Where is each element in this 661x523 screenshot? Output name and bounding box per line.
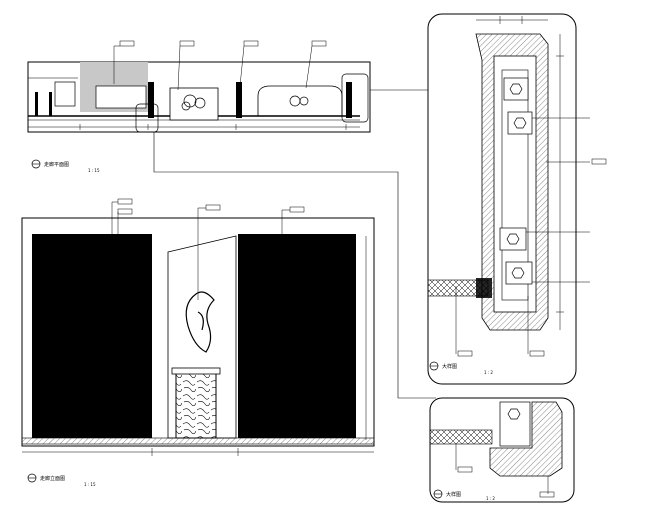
callout-connectors xyxy=(153,89,436,399)
plan-sofa xyxy=(54,81,76,107)
elevation-sculpture xyxy=(185,291,215,353)
plan-view: 走廊平面图 1 : 15 xyxy=(27,40,371,173)
detail-a-bolts xyxy=(499,77,533,285)
detail-a: 大样图 1 : 2 xyxy=(427,13,607,385)
detail-a-scale: 1 : 2 xyxy=(484,370,493,375)
elevation-right-flowers xyxy=(245,243,347,419)
plan-callout-box-right xyxy=(341,73,369,123)
detail-b-scale: 1 : 2 xyxy=(486,496,495,501)
detail-b: 大样图 1 : 2 xyxy=(429,397,575,503)
elevation-view: 走廊立面图 1 : 15 xyxy=(21,198,375,487)
detail-b-frame xyxy=(429,397,575,503)
plan-scale: 1 : 15 xyxy=(88,168,100,173)
elevation-left-lattice xyxy=(37,239,147,433)
elevation-left-flowers xyxy=(41,245,145,421)
elevation-title: 走廊立面图 xyxy=(40,475,65,482)
detail-b-title: 大样图 xyxy=(446,491,461,498)
elevation-scale: 1 : 15 xyxy=(84,482,96,487)
plan-outline xyxy=(27,61,371,133)
plan-title: 走廊平面图 xyxy=(44,161,69,168)
plan-callout-box-left xyxy=(135,103,159,133)
detail-a-frame xyxy=(427,13,577,385)
plan-sculpture-base xyxy=(169,87,219,121)
elevation-pedestal xyxy=(175,371,217,439)
detail-a-title: 大样图 xyxy=(442,363,457,370)
